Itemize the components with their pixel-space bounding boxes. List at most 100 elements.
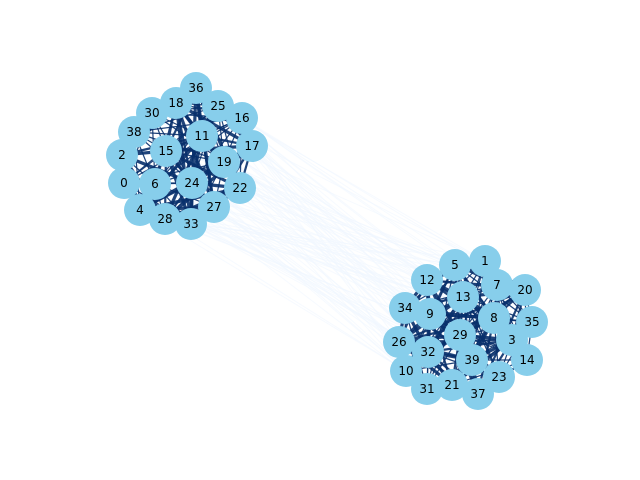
- node-circle: [478, 302, 510, 334]
- node-circle: [236, 130, 268, 162]
- graph-node-22: 22: [224, 172, 256, 204]
- node-label: 11: [194, 129, 209, 143]
- node-label: 36: [188, 81, 203, 95]
- inter-cluster-edge: [190, 223, 495, 319]
- graph-node-10: 10: [390, 355, 422, 387]
- node-circle: [447, 281, 479, 313]
- node-label: 37: [470, 387, 485, 401]
- node-circle: [456, 344, 488, 376]
- node-label: 22: [232, 181, 247, 195]
- node-circle: [118, 116, 150, 148]
- node-circle: [444, 319, 476, 351]
- graph-node-21: 21: [436, 369, 468, 401]
- inter-cluster-edge: [241, 117, 461, 336]
- graph-node-24: 24: [176, 167, 208, 199]
- graph-node-8: 8: [478, 302, 510, 334]
- node-circle: [202, 90, 234, 122]
- node-label: 19: [216, 155, 231, 169]
- node-circle: [198, 191, 230, 223]
- node-circle: [516, 306, 548, 338]
- node-label: 24: [184, 176, 199, 190]
- graph-node-20: 20: [509, 274, 541, 306]
- node-circle: [511, 344, 543, 376]
- node-circle: [439, 249, 471, 281]
- graph-node-16: 16: [226, 102, 258, 134]
- node-label: 12: [419, 273, 434, 287]
- node-label: 17: [244, 139, 259, 153]
- inter-cluster-edge: [190, 223, 500, 378]
- graph-node-33: 33: [175, 208, 207, 240]
- node-label: 2: [118, 148, 126, 162]
- node-circle: [414, 298, 446, 330]
- graph-node-27: 27: [198, 191, 230, 223]
- node-label: 6: [151, 177, 159, 191]
- graph-node-7: 7: [481, 269, 513, 301]
- graph-node-15: 15: [150, 135, 182, 167]
- node-circle: [390, 355, 422, 387]
- node-label: 30: [144, 106, 159, 120]
- graph-node-28: 28: [149, 203, 181, 235]
- graph-node-14: 14: [511, 344, 543, 376]
- node-circle: [411, 373, 443, 405]
- node-circle: [124, 194, 156, 226]
- node-label: 32: [420, 345, 435, 359]
- graph-nodes: 0123456789101112131415161718192021222324…: [106, 72, 548, 410]
- node-circle: [411, 264, 443, 296]
- graph-node-13: 13: [447, 281, 479, 313]
- graph-node-5: 5: [439, 249, 471, 281]
- graph-node-12: 12: [411, 264, 443, 296]
- node-label: 31: [419, 382, 434, 396]
- node-circle: [186, 120, 218, 152]
- graph-node-6: 6: [139, 168, 171, 200]
- graph-node-37: 37: [462, 378, 494, 410]
- node-circle: [226, 102, 258, 134]
- node-label: 20: [517, 283, 532, 297]
- node-circle: [462, 378, 494, 410]
- node-label: 15: [158, 144, 173, 158]
- node-circle: [208, 146, 240, 178]
- node-label: 27: [206, 200, 221, 214]
- node-label: 25: [210, 99, 225, 113]
- graph-node-1: 1: [469, 245, 501, 277]
- node-label: 26: [391, 335, 406, 349]
- node-label: 14: [519, 353, 534, 367]
- node-label: 8: [490, 311, 498, 325]
- inter-cluster-edge: [239, 187, 533, 323]
- node-label: 0: [120, 176, 128, 190]
- node-circle: [383, 326, 415, 358]
- graph-node-19: 19: [208, 146, 240, 178]
- node-circle: [436, 369, 468, 401]
- intra-cluster-edge: [189, 87, 198, 225]
- node-label: 1: [481, 254, 489, 268]
- node-label: 18: [168, 96, 183, 110]
- graph-node-38: 38: [118, 116, 150, 148]
- node-label: 39: [464, 353, 479, 367]
- node-label: 29: [452, 328, 467, 342]
- graph-node-0: 0: [108, 167, 140, 199]
- node-circle: [139, 168, 171, 200]
- inter-cluster-edge: [175, 102, 464, 298]
- node-label: 28: [157, 212, 172, 226]
- node-circle: [175, 208, 207, 240]
- node-label: 35: [524, 315, 539, 329]
- node-label: 3: [508, 333, 516, 347]
- graph-node-32: 32: [412, 336, 444, 368]
- node-label: 21: [444, 378, 459, 392]
- node-label: 13: [455, 290, 470, 304]
- node-label: 34: [397, 301, 412, 315]
- node-label: 5: [451, 258, 459, 272]
- graph-node-4: 4: [124, 194, 156, 226]
- inter-cluster-edge: [201, 135, 429, 353]
- node-label: 38: [126, 125, 141, 139]
- node-label: 4: [136, 203, 144, 217]
- node-circle: [481, 269, 513, 301]
- graph-node-26: 26: [383, 326, 415, 358]
- node-label: 10: [398, 364, 413, 378]
- inter-cluster-edge: [239, 187, 407, 372]
- node-circle: [469, 245, 501, 277]
- graph-node-31: 31: [411, 373, 443, 405]
- graph-node-35: 35: [516, 306, 548, 338]
- node-label: 23: [491, 370, 506, 384]
- node-label: 16: [234, 111, 249, 125]
